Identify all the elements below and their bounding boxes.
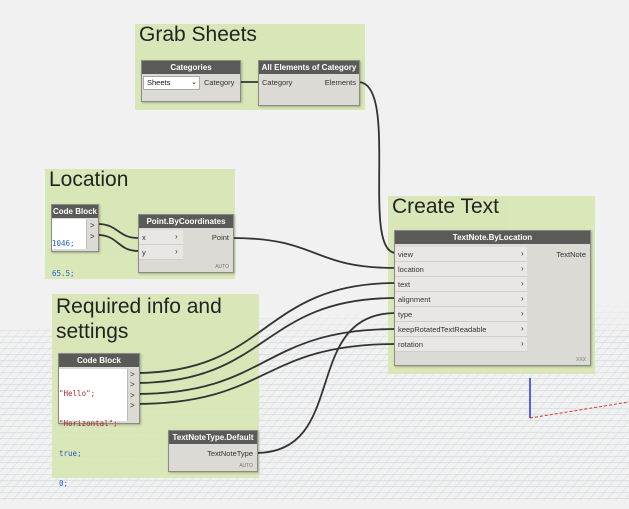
- point-node[interactable]: Point.ByCoordinates x › y › Point AUTO: [138, 214, 234, 273]
- x-axis-line: [529, 401, 629, 419]
- textnotetype-lacing: AUTO: [239, 463, 253, 469]
- textnote-input-row: [395, 337, 527, 352]
- textnote-input-keeprotated[interactable]: keepRotatedTextReadable: [398, 325, 487, 334]
- group-title-location: Location: [49, 168, 129, 191]
- point-input-row-x: [139, 230, 183, 245]
- point-lacing: AUTO: [215, 264, 229, 270]
- categories-dropdown[interactable]: Sheets ⌄: [143, 76, 200, 90]
- input-arrow-icon: ›: [521, 339, 524, 348]
- output-arrow-icon[interactable]: >: [130, 370, 135, 379]
- wire-zero-rotation: [134, 343, 397, 405]
- code-line-2: "Horizontal";: [59, 419, 118, 428]
- group-title-create-text: Create Text: [392, 195, 499, 218]
- textnote-input-view[interactable]: view: [398, 250, 414, 259]
- wire-type: [255, 312, 397, 454]
- textnote-lacing: XXX: [575, 357, 586, 363]
- categories-selected: Sheets: [147, 78, 171, 87]
- output-arrow-icon[interactable]: >: [130, 391, 135, 400]
- categories-node-title: Categories: [142, 61, 240, 74]
- code-line-1: "Hello";: [59, 389, 96, 398]
- group-title-grab-sheets: Grab Sheets: [139, 23, 257, 46]
- output-arrow-icon[interactable]: >: [90, 232, 95, 241]
- wire-code-x: [97, 223, 139, 239]
- code-line-1: 1046;: [52, 239, 75, 248]
- categories-node[interactable]: Categories Sheets ⌄ Category: [141, 60, 241, 102]
- wire-horizontal-alignment: [134, 297, 397, 384]
- input-arrow-icon: ›: [521, 309, 524, 318]
- textnote-input-row: [395, 262, 527, 277]
- code-block-2-title: Code Block: [59, 354, 139, 367]
- textnote-input-type[interactable]: type: [398, 310, 413, 319]
- code-block-1-node[interactable]: Code Block 1046; 65.5; > >: [51, 204, 99, 278]
- output-arrow-icon[interactable]: >: [130, 401, 135, 410]
- code-block-2-editor[interactable]: "Hello"; "Horizontal"; true; 0;: [59, 369, 128, 488]
- wire-hello-text: [134, 282, 397, 374]
- textnote-input-row: [395, 307, 527, 322]
- code-line-3: true;: [59, 449, 82, 458]
- output-arrow-icon[interactable]: >: [130, 380, 135, 389]
- output-arrow-icon[interactable]: >: [90, 221, 95, 230]
- chevron-down-icon: ⌄: [191, 79, 197, 86]
- wire-code-y: [97, 234, 139, 252]
- input-arrow-icon: ›: [521, 324, 524, 333]
- textnote-input-location[interactable]: location: [398, 265, 424, 274]
- textnotetype-node[interactable]: TextNoteType.Default TextNoteType AUTO: [168, 430, 258, 472]
- textnote-node-title: TextNote.ByLocation: [395, 231, 590, 244]
- all-elements-node[interactable]: All Elements of Category Category Elemen…: [258, 60, 360, 106]
- point-output[interactable]: Point: [211, 233, 229, 242]
- input-arrow-icon: ›: [521, 279, 524, 288]
- code-line-2: 65.5;: [52, 269, 75, 278]
- point-input-x[interactable]: x: [142, 233, 146, 242]
- input-arrow-icon: ›: [521, 264, 524, 273]
- point-input-row-y: [139, 245, 183, 260]
- code-block-1-editor[interactable]: 1046; 65.5;: [52, 219, 87, 278]
- textnote-input-row: [395, 277, 527, 292]
- textnote-input-text[interactable]: text: [398, 280, 411, 289]
- point-node-title: Point.ByCoordinates: [139, 215, 233, 228]
- code-block-2-node[interactable]: Code Block "Hello"; "Horizontal"; true; …: [58, 353, 140, 488]
- code-block-1-title: Code Block: [52, 205, 98, 218]
- textnotetype-output[interactable]: TextNoteType: [207, 449, 253, 458]
- textnote-input-rotation[interactable]: rotation: [398, 340, 424, 349]
- wire-point-location: [231, 237, 397, 269]
- input-arrow-icon: ›: [175, 232, 178, 241]
- group-title-required-info: Required info and settings: [56, 295, 222, 344]
- textnote-output[interactable]: TextNote: [556, 250, 586, 259]
- textnote-input-row: [395, 247, 527, 262]
- all-elements-input-port[interactable]: Category: [262, 78, 293, 87]
- wire-true-keep: [134, 328, 397, 395]
- point-input-y[interactable]: y: [142, 248, 146, 257]
- wire-elements-view: [357, 81, 397, 254]
- input-arrow-icon: ›: [521, 249, 524, 258]
- textnote-input-row: [395, 322, 527, 337]
- all-elements-node-title: All Elements of Category: [259, 61, 359, 74]
- input-arrow-icon: ›: [521, 294, 524, 303]
- all-elements-output-port[interactable]: Elements: [324, 78, 356, 87]
- textnote-input-row: [395, 292, 527, 307]
- textnote-node[interactable]: TextNote.ByLocation view location text a…: [394, 230, 591, 366]
- code-line-4: 0;: [59, 479, 69, 488]
- textnote-input-alignment[interactable]: alignment: [398, 295, 431, 304]
- categories-output-port[interactable]: Category: [204, 78, 235, 87]
- input-arrow-icon: ›: [175, 247, 178, 256]
- textnotetype-node-title: TextNoteType.Default: [169, 431, 257, 444]
